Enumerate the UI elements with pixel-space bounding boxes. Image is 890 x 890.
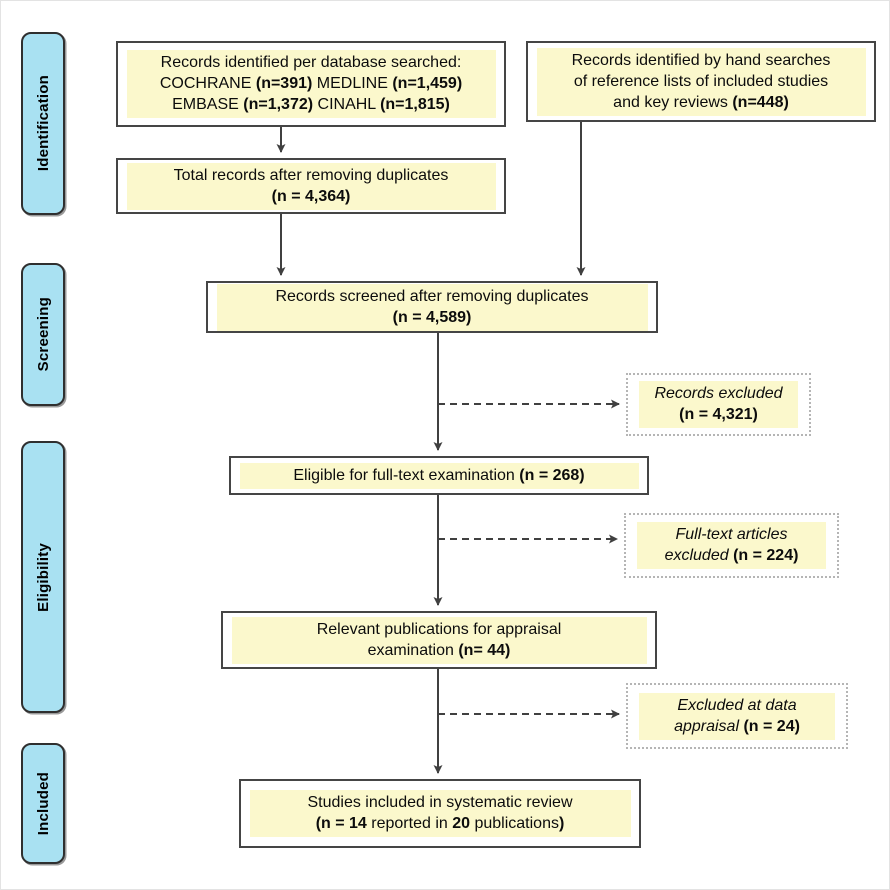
box-fulltext-excluded-text: Full-text articles excluded (n = 224) [637,522,826,569]
text: appraisal [674,717,744,735]
text: examination [367,641,459,659]
box-records-hand-search: Records identified by hand searches of r… [526,41,876,122]
text: reported in [366,815,453,832]
line: Relevant publications for appraisal [316,620,562,638]
box-records-identified-databases-text: Records identified per database searched… [126,50,496,118]
box-appraisal-excluded: Excluded at data appraisal (n = 24) [626,683,848,749]
line: and key reviews (n=448) [537,92,866,113]
box-records-excluded-text: Records excluded (n = 4,321) [639,381,798,428]
box-eligible-fulltext-text: Eligible for full-text examination (n = … [239,462,639,489]
line: of reference lists of included studies [573,72,829,90]
text: MEDLINE [312,75,393,92]
count-records-excluded: (n = 4,321) [679,406,758,423]
line: appraisal (n = 24) [639,716,835,737]
count-screened: (n = 4,589) [392,308,472,326]
count-eligible: (n = 268) [519,466,585,484]
box-eligible-fulltext: Eligible for full-text examination (n = … [229,456,649,495]
box-relevant-publications: Relevant publications for appraisal exam… [221,611,657,669]
count-relevant: (n= 44) [458,641,511,659]
line: Records screened after removing duplicat… [275,287,589,305]
text: excluded [664,547,734,564]
stage-included-label: Included [34,771,52,836]
line: Records identified per database searched… [160,54,462,71]
line: (n = 14 reported in 20 publications) [250,813,631,834]
box-records-excluded: Records excluded (n = 4,321) [626,373,811,436]
text: CINAHL [313,96,381,113]
count-embase: (n=1,372) [243,96,314,113]
box-studies-included-text: Studies included in systematic review (n… [249,790,631,837]
stage-included: Included [21,743,65,864]
stage-screening: Screening [21,263,65,406]
text: COCHRANE [159,75,256,92]
box-records-screened-text: Records screened after removing duplicat… [216,283,648,331]
count-appraisal-excluded: (n = 24) [743,717,800,735]
count-publications: 20 [452,815,471,832]
stage-screening-label: Screening [34,297,52,372]
text: and key reviews [613,93,733,111]
line: Studies included in systematic review [307,794,573,811]
text: EMBASE [172,96,244,113]
line: Records identified by hand searches [571,51,831,69]
line: EMBASE (n=1,372) CINAHL (n=1,815) [127,94,496,115]
line: (n = 4,321) [639,404,798,425]
stage-eligibility-label: Eligibility [34,542,52,612]
line: examination (n= 44) [232,640,647,661]
count-fulltext-excluded: (n = 224) [733,547,799,564]
line: (n = 4,364) [127,186,496,207]
count-hand-search: (n=448) [732,93,789,111]
text: ) [558,815,565,832]
line: (n = 4,589) [217,307,648,328]
line: Records excluded [654,385,783,402]
count-cochrane: (n=391) [255,75,313,92]
line: COCHRANE (n=391) MEDLINE (n=1,459) [127,73,496,94]
count-medline: (n=1,459) [392,75,463,92]
box-total-after-duplicates: Total records after removing duplicates … [116,158,506,214]
stage-identification: Identification [21,32,65,215]
stage-eligibility: Eligibility [21,441,65,713]
count-total: (n = 4,364) [271,187,351,205]
box-relevant-publications-text: Relevant publications for appraisal exam… [231,616,647,664]
line: Full-text articles [675,526,788,543]
box-total-after-duplicates-text: Total records after removing duplicates … [126,162,496,210]
count-cinahl: (n=1,815) [380,96,450,113]
box-records-identified-databases: Records identified per database searched… [116,41,506,127]
line: excluded (n = 224) [637,545,826,566]
box-fulltext-excluded: Full-text articles excluded (n = 224) [624,513,839,578]
text: Eligible for full-text examination [293,466,520,484]
box-studies-included: Studies included in systematic review (n… [239,779,641,848]
box-records-hand-search-text: Records identified by hand searches of r… [536,47,866,116]
box-appraisal-excluded-text: Excluded at data appraisal (n = 24) [639,692,835,740]
line: Total records after removing duplicates [173,166,449,184]
text: publications [470,815,559,832]
stage-identification-label: Identification [34,75,52,172]
box-records-screened: Records screened after removing duplicat… [206,281,658,333]
count-studies: (n = 14 [315,815,367,832]
line: Eligible for full-text examination (n = … [240,465,639,486]
line: Excluded at data [677,696,797,714]
